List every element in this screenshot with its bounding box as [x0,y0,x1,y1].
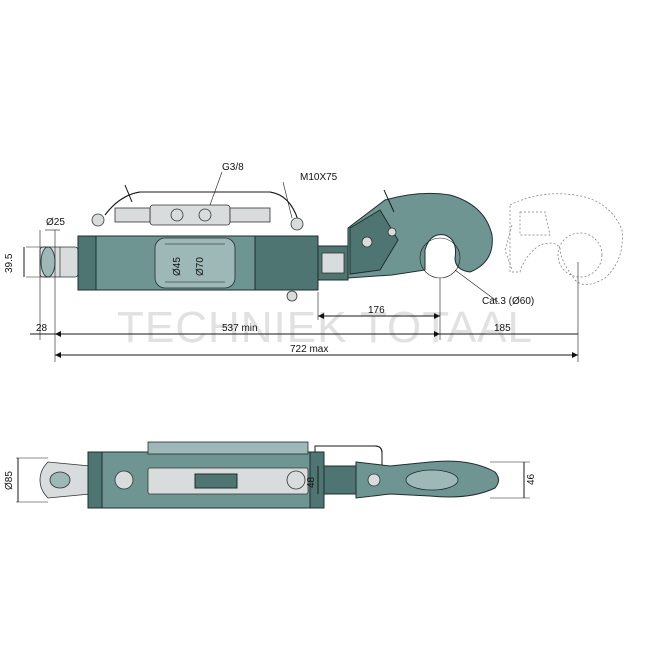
label-cylinder-diameter: Ø70 [195,257,206,276]
ghost-hook-outline [504,193,623,285]
hook-end [347,189,493,279]
top-eye [39,461,91,499]
label-category: Cat.3 (Ø60) [482,296,534,307]
top-dimensions [16,457,530,503]
label-hook-stroke: 176 [368,305,385,316]
side-dimensions [23,171,579,362]
label-hook-width: 46 [526,473,537,485]
top-view: Ø85 48 46 [4,441,537,509]
rear-eye [39,246,79,278]
label-rod-diameter: Ø45 [172,257,183,276]
label-bolt: M10X75 [300,172,338,183]
side-view: G3/8 M10X75 Ø25 39.5 Ø45 Ø70 176 Cat.3 (… [4,162,623,362]
top-hook [323,460,499,499]
label-max-length: 722 max [290,344,328,355]
valve-block [91,184,304,231]
label-left-offset: 28 [36,323,48,334]
piston-rod [317,245,349,281]
watermark: TECHNIEK TOTAAL [117,303,533,352]
cylinder-body [77,235,319,302]
label-nut-width: 48 [306,476,317,488]
top-cylinder [87,441,325,509]
label-eye-width: Ø85 [4,471,15,490]
label-hook-length: 185 [494,323,511,334]
label-pin-diameter: Ø25 [46,217,65,228]
label-height: 39.5 [4,253,15,273]
label-thread: G3/8 [222,162,244,173]
label-min-length: 537 min [222,323,258,334]
